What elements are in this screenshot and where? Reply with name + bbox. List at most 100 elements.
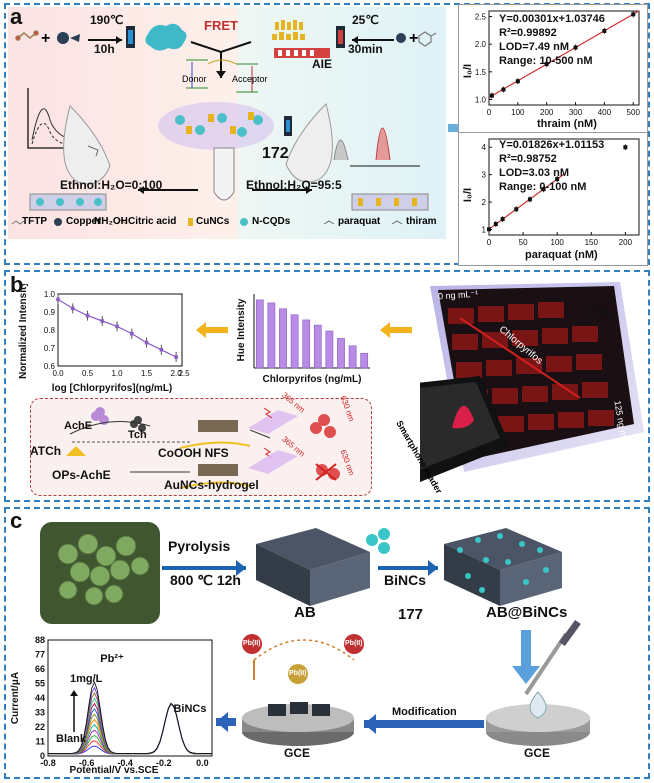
bar: [325, 330, 334, 369]
mechanism-svg: [66, 407, 340, 489]
data-point: [514, 207, 519, 212]
time-right: 30min: [348, 42, 383, 56]
plot-frame: [488, 138, 640, 236]
panel-a-synthesis: + +: [11, 20, 437, 226]
paraquat-lod: LOD=3.03 nM: [499, 167, 569, 179]
modification-label: Modification: [392, 706, 457, 718]
x-tick-label: -0.4: [117, 758, 133, 768]
bar: [290, 314, 299, 369]
time-left: 10h: [94, 42, 115, 56]
citric-acid-molecule-icon: [15, 30, 39, 41]
data-point: [489, 93, 494, 98]
reader-box-svg: [390, 282, 644, 486]
ab-lattice-icon: [256, 528, 370, 606]
data-point: [623, 145, 628, 150]
y-tick-label: 0.8: [44, 326, 56, 335]
data-point: [501, 87, 506, 92]
panel-a: [4, 3, 650, 265]
data-point: [70, 306, 75, 311]
energy-level-diagram: [186, 59, 258, 93]
legend-cuncs: CuNCs: [196, 216, 230, 227]
svg-text:+: +: [409, 30, 418, 47]
bar: [360, 352, 369, 369]
x-tick-label: 300: [569, 108, 583, 117]
paraquat-range: Range: 0-100 nM: [499, 181, 587, 193]
panel-a-label: a: [10, 4, 23, 29]
chart-hue-svg: Chlorpyrifos (ng/mL)Hue Intensity: [236, 294, 370, 385]
bar: [337, 338, 345, 369]
test-tube-icon: [213, 147, 235, 201]
data-point: [544, 62, 549, 67]
panel-c-illustrations: [40, 522, 590, 746]
panel-b-arrows: [196, 322, 412, 338]
plot-frame: [57, 293, 183, 367]
thiram-r2: R²=0.99892: [499, 27, 557, 39]
x-tick-label: 1.0: [111, 369, 123, 378]
y-tick-label: 22: [35, 722, 45, 732]
x-tick-label: 400: [598, 108, 612, 117]
gce-label-left: GCE: [284, 746, 311, 760]
chart-hue-intensity: Chlorpyrifos (ng/mL)Hue Intensity: [236, 290, 376, 386]
dpv-xlabel: Potential/V vs.SCE: [70, 765, 159, 776]
conc-label: 1mg/L: [70, 673, 103, 685]
y-tick-label: 77: [35, 650, 45, 660]
data-point: [174, 355, 178, 359]
panel-b: [4, 270, 650, 502]
thiram-equation: Y=0.00301x+1.03746: [499, 13, 605, 25]
bar: [279, 308, 287, 369]
dpv-curve: [48, 681, 212, 754]
thiram-lod: LOD=7.49 nM: [499, 41, 569, 53]
tftp-molecule-icon: [418, 31, 437, 47]
y-tick-label: 0: [40, 751, 45, 761]
data-point: [85, 313, 90, 318]
y-tick-label: 0.9: [44, 308, 56, 317]
legend-icons: [11, 218, 403, 226]
y-tick-label: 2: [482, 198, 487, 207]
x-tick-label: -0.6: [79, 758, 95, 768]
pb-label-right: Pb(II): [345, 640, 363, 647]
mechanism-box: [30, 398, 372, 496]
x-tick-label: -0.2: [156, 758, 172, 768]
y-tick-label: 88: [35, 635, 45, 645]
x-tick-label: 200: [619, 238, 633, 247]
legend-nh2oh: NH₂OH: [94, 216, 128, 227]
panel-c: [4, 507, 650, 779]
y-tick-label: 55: [35, 679, 45, 689]
y-tick-label: 4: [482, 143, 487, 152]
ops-label: OPs-AchE: [52, 468, 111, 482]
ab-binc-lattice-icon: [444, 528, 562, 606]
donor-label: Donor: [182, 74, 207, 84]
x-tick-label: 2.5: [178, 369, 190, 378]
aie-cluster: [272, 20, 305, 40]
droplet-left: [63, 105, 111, 185]
x-tick-label: 500: [627, 108, 641, 117]
binc-label: BiNCs: [384, 572, 427, 588]
temp-right: 25℃: [352, 13, 379, 27]
pb-label-center: Pb(II): [289, 670, 307, 677]
legend-thiram: thiram: [406, 216, 437, 227]
x-tick-label: 100: [511, 108, 525, 117]
y-tick-label: 1: [482, 226, 487, 235]
legend-ncqds: N-CQDs: [252, 216, 291, 227]
thiram-xlabel: thraim (nM): [537, 118, 597, 130]
droplet-right: [285, 103, 333, 183]
ref-177: 177: [398, 606, 424, 623]
x-tick-label: -0.8: [40, 758, 56, 768]
cuncs-cloud-icon: [145, 23, 187, 51]
pb-label-left: Pb(II): [243, 640, 261, 647]
x-tick-label: 2.0: [171, 369, 183, 378]
tch-label: Tch: [128, 429, 147, 441]
bar: [313, 324, 322, 369]
legend-paraquat: paraquat: [338, 216, 381, 227]
data-point: [487, 227, 491, 232]
data-point: [515, 79, 520, 84]
y-tick-label: 66: [35, 664, 45, 674]
data-point: [527, 197, 532, 202]
paraquat-r2: R²=0.98752: [499, 153, 557, 165]
bar: [302, 319, 311, 369]
thiram-ylabel: I₀/I: [462, 63, 475, 79]
legend-citric-acid: Citric acid: [128, 216, 177, 227]
x-tick-label: 0: [487, 108, 492, 117]
